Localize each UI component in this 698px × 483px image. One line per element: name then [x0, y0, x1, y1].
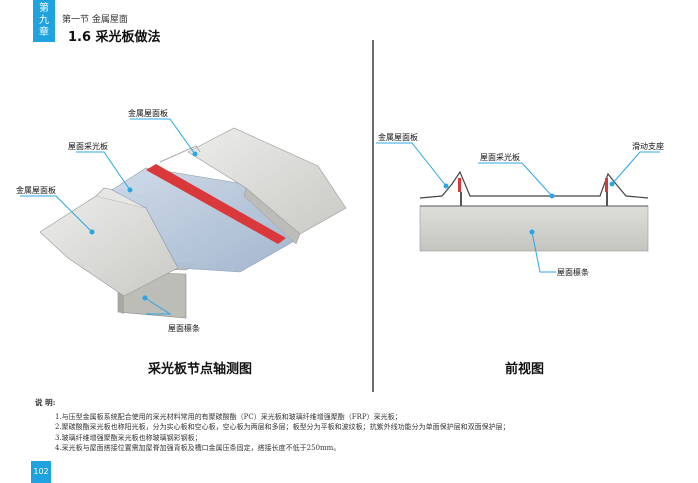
notes-section: 说 明: 1.与压型金属板系统配合使用的采光材料常用的有聚碳酸酯（PC）采光板和… — [35, 398, 675, 454]
left-sliding-support — [458, 178, 462, 206]
axonometric-diagram: 金属屋面板 屋面采光板 金属屋面板 屋面檩条 — [16, 108, 347, 333]
right-sliding-support — [605, 178, 608, 206]
page-number: 102 — [31, 461, 51, 483]
notes-title: 说 明: — [35, 398, 56, 407]
label-metal-roof-top: 金属屋面板 — [128, 108, 168, 118]
label-purlin: 屋面檩条 — [168, 323, 200, 333]
note-item: 1.与压型金属板系统配合使用的采光材料常用的有聚碳酸酯（PC）采光板和玻璃纤维增… — [55, 412, 402, 421]
note-item: 3.玻璃纤维增强聚酯采光板也称玻璃钢彩钢板； — [55, 433, 202, 442]
note-item: 2.聚碳酸酯采光板也称阳光板，分为实心板和空心板，空心板为两层和多层；板型分为平… — [55, 423, 510, 431]
label-skylight: 屋面采光板 — [68, 141, 108, 151]
front-view-caption: 前视图 — [505, 362, 545, 377]
note-item: 4.采光板与屋面搭接位置需加屋脊加强背板及槽口金属压条固定，搭接长度不低于250… — [55, 444, 341, 452]
chapter-char-3: 章 — [39, 27, 49, 38]
section-label: 第一节 金属屋面 — [62, 15, 128, 25]
label-front-metal-roof: 金属屋面板 — [378, 132, 418, 142]
front-roof-profile — [419, 170, 649, 199]
seal-strip — [146, 164, 286, 244]
page-title: 1.6 采光板做法 — [68, 30, 161, 45]
chapter-tab: 第 九 章 — [33, 0, 55, 42]
label-front-sliding-support: 滑动支座 — [632, 141, 664, 151]
chapter-char-2: 九 — [39, 15, 49, 26]
label-front-skylight: 屋面采光板 — [480, 152, 520, 162]
label-metal-roof-left: 金属屋面板 — [16, 185, 56, 195]
vertical-divider — [372, 40, 374, 392]
front-view-diagram: 金属屋面板 屋面采光板 滑动支座 屋面檩条 — [376, 132, 664, 277]
chapter-char-1: 第 — [39, 3, 49, 14]
label-front-purlin: 屋面檩条 — [557, 267, 589, 277]
axonometric-caption: 采光板节点轴测图 — [148, 362, 253, 377]
